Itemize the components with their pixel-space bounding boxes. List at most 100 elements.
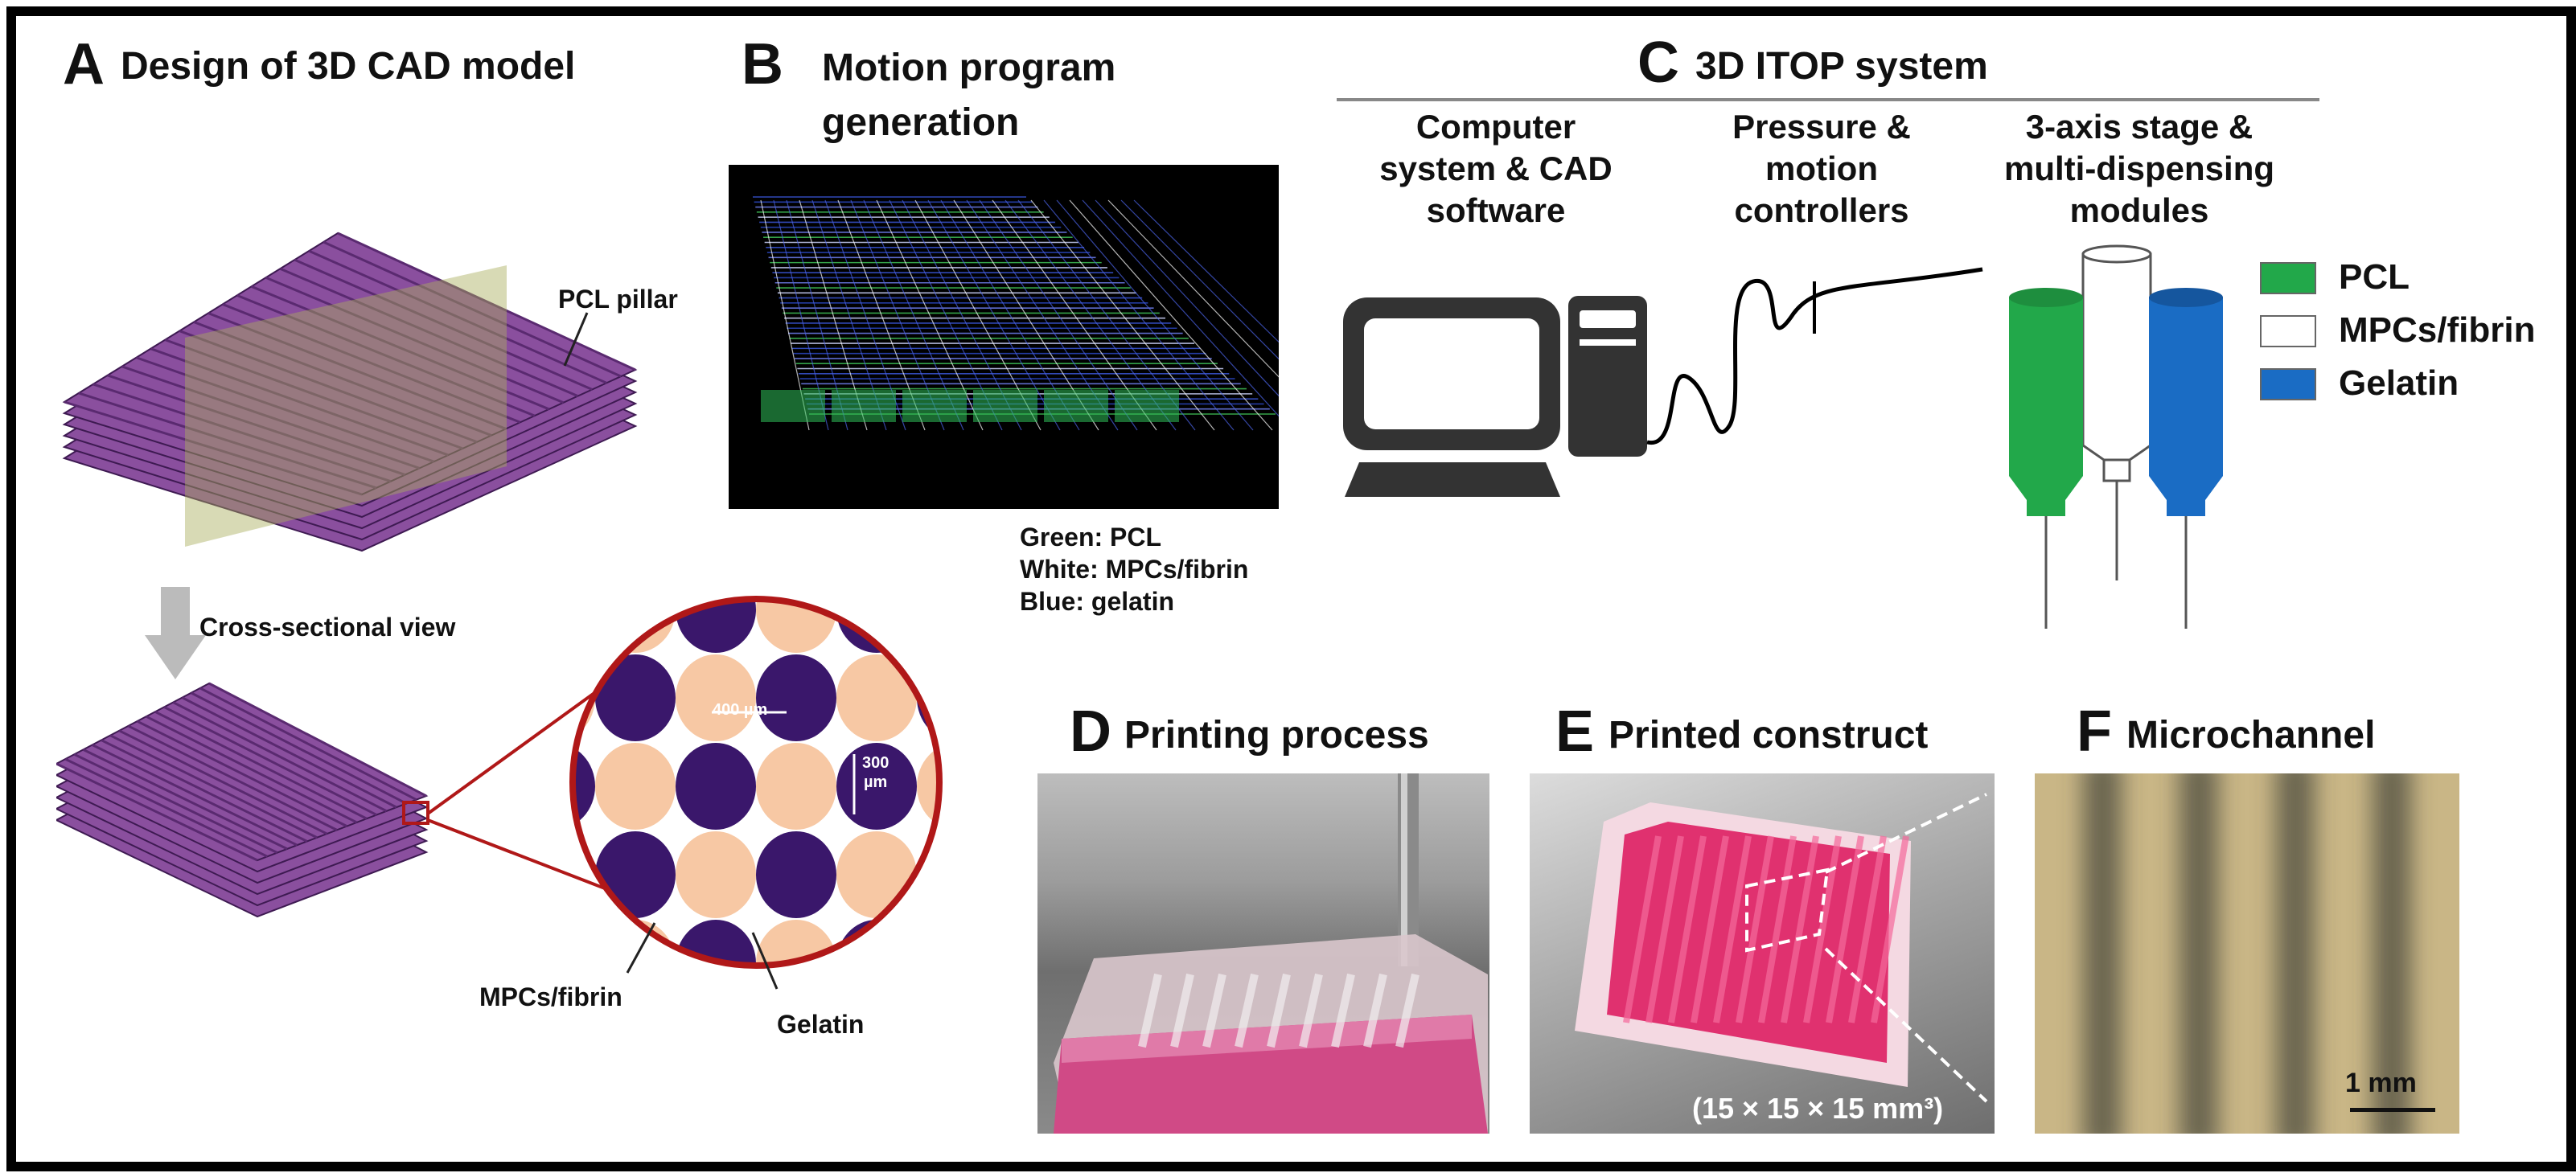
cad-filament bbox=[207, 312, 507, 430]
cad-filament bbox=[251, 285, 550, 411]
cross-section-fiber bbox=[573, 920, 595, 966]
dim-300-unit: µm bbox=[864, 773, 888, 791]
toolpath-line bbox=[1030, 199, 1215, 431]
tower-icon bbox=[1568, 296, 1647, 457]
cross-section-label: Cross-sectional view bbox=[199, 613, 456, 642]
cross-section-fiber bbox=[756, 743, 836, 830]
cad-filament bbox=[154, 710, 368, 820]
cad-filament bbox=[121, 365, 421, 470]
computer-system-illustration bbox=[1343, 267, 1983, 497]
mpc-fibrin-label: MPCs/fibrin bbox=[479, 982, 622, 1011]
cad-filament bbox=[190, 691, 407, 805]
microchannel-illustration bbox=[2083, 773, 2411, 1134]
toolpath-line bbox=[1133, 199, 1279, 343]
zoom-dashes bbox=[1824, 793, 1988, 1103]
microchannel-band bbox=[2276, 773, 2315, 1134]
note-green: Green: PCL bbox=[1020, 523, 1162, 552]
panel-d-letter: D bbox=[1070, 699, 1111, 764]
cad-filament bbox=[308, 249, 607, 384]
panel-a-title: Design of 3D CAD model bbox=[121, 45, 576, 88]
cad-filament bbox=[64, 400, 363, 496]
cad-filament bbox=[107, 374, 406, 476]
toolpath-pcl-block bbox=[761, 390, 825, 422]
toolpath-line bbox=[1107, 199, 1279, 378]
toolpath-pcl-block bbox=[832, 390, 896, 422]
gelatin-syringe bbox=[2149, 297, 2223, 516]
col-controllers-line3: controllers bbox=[1734, 191, 1909, 229]
pcl-pillar-label: PCL pillar bbox=[558, 285, 678, 314]
cross-section-fiber bbox=[756, 599, 836, 653]
panel-e-letter: E bbox=[1555, 699, 1595, 764]
cad-filament bbox=[135, 356, 434, 463]
cad-filament bbox=[109, 734, 318, 839]
cross-section-circle bbox=[569, 596, 943, 969]
cross-section-fiber bbox=[676, 599, 756, 653]
toolpath-pcl-block bbox=[1044, 390, 1108, 422]
printed-construct-photo bbox=[1530, 773, 1995, 1134]
panel-c-letter: C bbox=[1637, 31, 1679, 95]
mpc-syringe bbox=[2081, 252, 2152, 461]
panel-c-title: 3D ITOP system bbox=[1695, 45, 1988, 88]
cad-filament bbox=[236, 293, 536, 417]
toolpath-line bbox=[1069, 199, 1273, 431]
legend-swatch-gelatin bbox=[2260, 368, 2316, 400]
printed-ridge bbox=[1299, 973, 1323, 1048]
toolpath-pcl-block bbox=[973, 390, 1037, 422]
col-stage-line2: multi-dispensing bbox=[2004, 150, 2274, 187]
cad-filament bbox=[163, 706, 377, 816]
cross-section-fiber bbox=[836, 743, 917, 830]
cross-section-fiber bbox=[676, 654, 756, 741]
toolpath-line bbox=[927, 199, 1061, 431]
down-arrow-icon bbox=[145, 587, 206, 679]
cad-filament bbox=[56, 762, 258, 862]
construct-ridge bbox=[1691, 835, 1729, 1023]
construct-ridge bbox=[1871, 835, 1909, 1023]
cad-filament bbox=[164, 338, 463, 450]
cad-model-cut bbox=[56, 682, 429, 918]
cad-filament bbox=[265, 276, 565, 404]
cad-filament bbox=[82, 749, 288, 851]
toolpath-wireframe bbox=[753, 196, 1279, 431]
microchannel-band bbox=[2180, 773, 2218, 1134]
motion-program-render bbox=[729, 165, 1279, 509]
printed-ridge bbox=[1170, 973, 1194, 1048]
cad-filament bbox=[181, 696, 397, 809]
toolpath-line bbox=[1056, 199, 1254, 431]
panel-c-rule bbox=[1337, 98, 2319, 101]
construct-ridge bbox=[1826, 835, 1864, 1023]
toolpath-line bbox=[1082, 199, 1279, 417]
cad-filament bbox=[127, 724, 338, 831]
toolpath-line bbox=[1043, 199, 1235, 431]
cross-section-fiber bbox=[595, 831, 676, 918]
microchannel-band bbox=[2083, 773, 2122, 1134]
panel-f-letter: F bbox=[2077, 699, 2112, 764]
cross-section-fiber bbox=[573, 599, 595, 653]
note-white: White: MPCs/fibrin bbox=[1020, 555, 1249, 584]
cad-filament bbox=[78, 392, 377, 490]
col-computer-line3: software bbox=[1426, 191, 1566, 229]
cross-section-fiber bbox=[917, 599, 939, 653]
printed-ridge bbox=[1267, 973, 1291, 1048]
cad-filament bbox=[323, 240, 622, 378]
cross-section-fiber bbox=[676, 831, 756, 918]
printed-ridge bbox=[1138, 973, 1162, 1048]
panel-b-title-line2: generation bbox=[822, 101, 1020, 144]
panel-a-letter: A bbox=[63, 32, 105, 96]
construct-ridge bbox=[1645, 835, 1684, 1023]
construct-ridge bbox=[1668, 835, 1707, 1023]
construct-ridge bbox=[1713, 835, 1752, 1023]
construct-size-label: (15 × 15 × 15 mm³) bbox=[1692, 1092, 1944, 1125]
toolpath-pcl-block bbox=[902, 390, 967, 422]
printing-process-photo bbox=[1037, 773, 1489, 1134]
col-stage: 3-axis stage & multi-dispensing modules bbox=[1962, 106, 2316, 232]
cad-filament bbox=[179, 330, 478, 444]
panel-e-title: Printed construct bbox=[1608, 714, 1929, 757]
pcl-syringe bbox=[2009, 297, 2083, 516]
dispensing-modules-illustration bbox=[2009, 244, 2223, 629]
cad-filament bbox=[136, 720, 347, 827]
cad-filament bbox=[208, 682, 427, 798]
construct-ridge bbox=[1623, 835, 1662, 1023]
construct-ridge bbox=[1736, 835, 1774, 1023]
printed-ridge bbox=[1331, 973, 1355, 1048]
gelatin-label: Gelatin bbox=[777, 1010, 865, 1039]
